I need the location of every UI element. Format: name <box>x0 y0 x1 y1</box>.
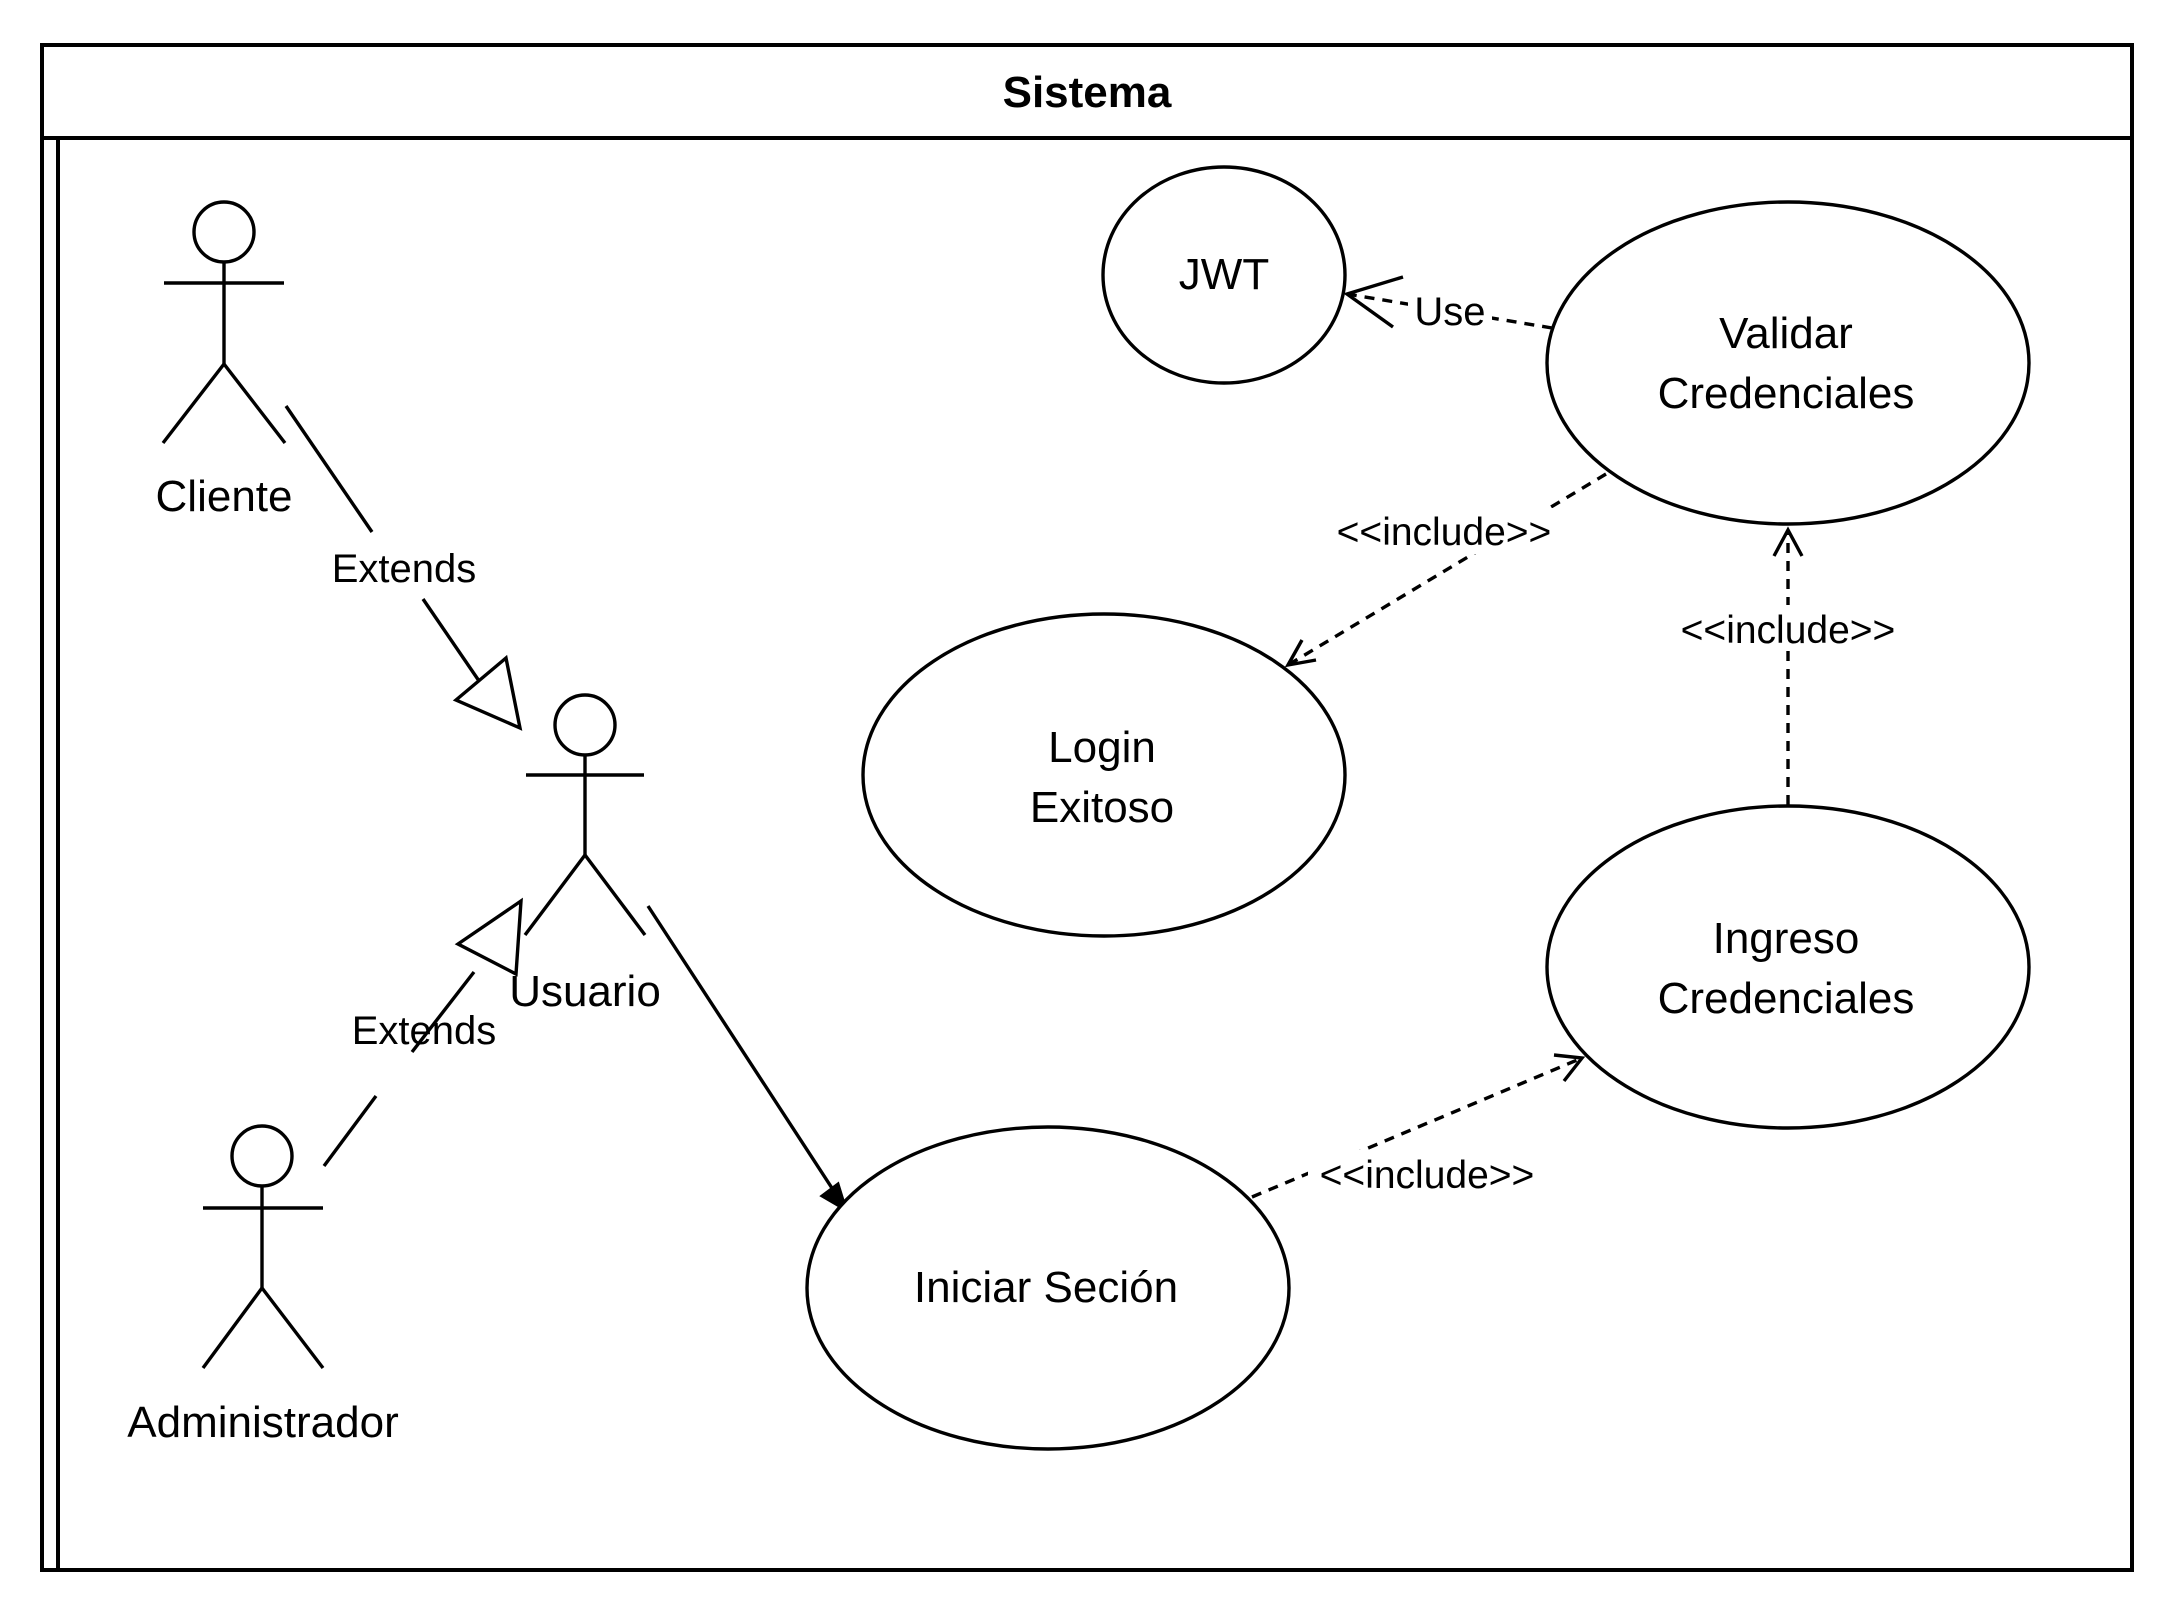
relation-cliente-usuario: Extends <box>284 405 523 731</box>
use-case-jwt: JWT <box>1101 165 1347 385</box>
actor-name: Administrador <box>127 1398 398 1447</box>
use-case-label-line1: Ingreso <box>1713 914 1860 963</box>
system-boundary: Sistema <box>40 43 2134 1572</box>
use-case-label-line1: Validar <box>1719 309 1853 358</box>
relation-label-include: <<include>> <box>1337 511 1552 554</box>
use-case-validar-credenciales: Validar Credenciales <box>1545 200 2031 526</box>
relation-ingreso-validar: <<include>> <box>1668 526 1908 805</box>
generalization-arrowhead <box>452 654 523 731</box>
use-case-label-line2: Credenciales <box>1658 369 1915 418</box>
relation-label-use: Use <box>1414 290 1485 334</box>
use-case-label-line1: Login <box>1048 723 1156 772</box>
use-case-label-line2: Exitoso <box>1030 783 1174 832</box>
actor-administrador: Administrador <box>127 1124 399 1447</box>
relation-iniciar-ingreso: <<include>> <box>1251 1053 1586 1199</box>
relation-label-include: <<include>> <box>1681 609 1896 652</box>
use-case-label: JWT <box>1179 250 1269 299</box>
relation-admin-usuario: Extends <box>322 897 523 1168</box>
generalization-arrowhead <box>454 897 523 977</box>
actor-name: Cliente <box>156 472 293 521</box>
stick-figure-icon <box>161 200 287 445</box>
dependency-arrowhead <box>1772 526 1804 557</box>
use-case-iniciar-sesion: Iniciar Seción <box>805 1125 1291 1451</box>
dependency-arrowhead <box>1284 639 1317 668</box>
actor-name: Usuario <box>509 967 661 1016</box>
dependency-arrowhead <box>1343 275 1404 329</box>
use-case-ingreso-credenciales: Ingreso Credenciales <box>1545 804 2031 1130</box>
system-title: Sistema <box>1003 68 1172 117</box>
relation-label-include: <<include>> <box>1320 1154 1535 1197</box>
actor-cliente: Cliente <box>156 200 293 521</box>
dependency-arrowhead <box>1553 1053 1586 1083</box>
stick-figure-icon <box>523 693 647 937</box>
actor-usuario: Usuario <box>509 693 661 1016</box>
relation-label-extends: Extends <box>352 1009 497 1053</box>
association-arrowhead <box>819 1181 849 1214</box>
relation-validar-jwt: Use <box>1343 275 1553 336</box>
relation-validar-login: <<include>> <box>1284 472 1607 668</box>
use-case-label: Iniciar Seción <box>914 1263 1178 1312</box>
use-case-login-exitoso: Login Exitoso <box>861 612 1347 938</box>
stick-figure-icon <box>201 1124 325 1370</box>
relation-label-extends: Extends <box>332 547 477 591</box>
use-case-label-line2: Credenciales <box>1658 974 1915 1023</box>
relation-usuario-iniciar <box>646 905 849 1214</box>
